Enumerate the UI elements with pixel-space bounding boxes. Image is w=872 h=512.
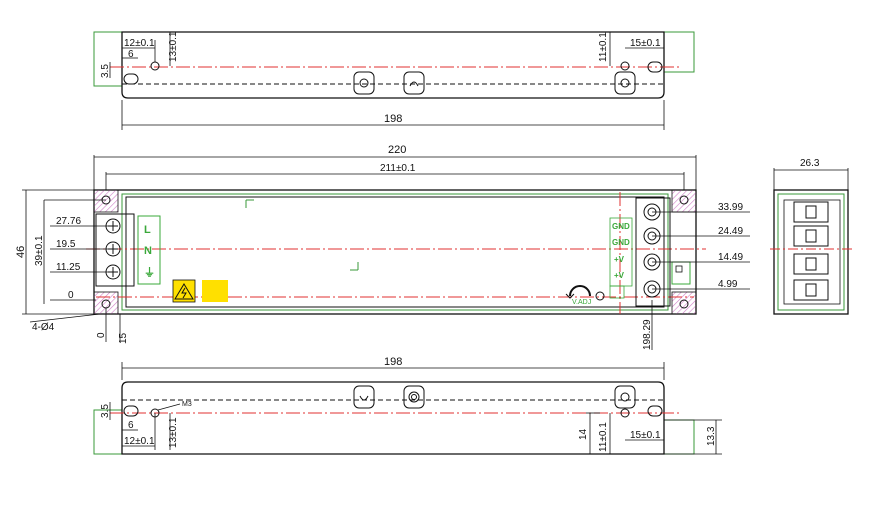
out-label-gnd-1: GND (612, 222, 630, 231)
front-housing (93, 189, 697, 315)
output-connector (671, 261, 691, 285)
front-dim-hole-spacing: 211±0.1 (380, 163, 416, 174)
front-dim-y-4-99: 4.99 (718, 279, 738, 290)
front-inner-green (121, 193, 669, 311)
bottom-dim-right-offset: 15±0.1 (630, 430, 661, 441)
bottom-dim-height-13-3: 13.3 (706, 426, 717, 446)
top-right-hole (620, 61, 630, 71)
out-label-v-2: +V (614, 271, 625, 280)
terminal-label-ground: ⏚ (144, 266, 155, 279)
front-dim-y-24-49: 24.49 (718, 226, 743, 237)
bottom-dim-screw: M3 (182, 401, 192, 408)
front-dim-x-15: 15 (118, 332, 129, 344)
bottom-dim-left-vertical: 13±0.1 (168, 417, 179, 448)
front-dim-hole-height: 39±0.1 (34, 235, 45, 266)
front-dim-holes: 4-Ø4 (32, 322, 55, 333)
top-dim-right-offset: 15±0.1 (630, 38, 661, 49)
mount-hole-br (679, 299, 689, 309)
input-terminal-block: L N ⏚ (95, 213, 161, 287)
side-view: 26.3 (770, 158, 852, 315)
warning-label (172, 279, 196, 303)
bottom-body-outline (121, 381, 665, 455)
front-dim-y-27-76: 27.76 (56, 216, 81, 227)
front-dim-y-11-25: 11.25 (56, 262, 81, 273)
mount-hole-tr (679, 195, 689, 205)
top-body-outline (121, 31, 665, 99)
front-dim-y-0: 0 (68, 290, 74, 301)
output-terminal-block (635, 197, 671, 307)
bottom-dim-left-inner: 6 (128, 420, 134, 431)
side-body (773, 189, 849, 315)
bottom-dim-left-offset: 12±0.1 (124, 436, 155, 447)
bottom-dim-length: 198 (384, 356, 402, 368)
out-label-gnd-2: GND (612, 238, 630, 247)
bottom-right-hole (620, 408, 630, 418)
front-dim-x-198-29: 198.29 (642, 319, 653, 350)
front-dim-y-19-5: 19.5 (56, 239, 76, 250)
front-dim-overall-length: 220 (388, 144, 406, 156)
side-dim-width: 26.3 (800, 158, 820, 169)
front-dim-height: 46 (15, 246, 27, 258)
front-dim-y-14-49: 14.49 (718, 252, 743, 263)
vadj-potentiometer (595, 291, 605, 301)
vadj-label: V.ADJ (572, 299, 591, 306)
bottom-dim-right-vertical: 11±0.1 (598, 422, 609, 452)
front-dim-x-0: 0 (96, 332, 107, 338)
top-dim-left-inner: 6 (128, 49, 134, 60)
terminal-label-l: L (144, 224, 151, 236)
top-dim-length: 198 (384, 113, 402, 125)
top-dim-left-height: 3.5 (100, 64, 111, 78)
bottom-dim-height-14: 14 (578, 428, 589, 440)
yellow-sticker (202, 280, 228, 302)
top-left-hole (150, 61, 160, 71)
top-dim-left-vertical: 13±0.1 (168, 31, 179, 62)
top-dim-left-offset: 12±0.1 (124, 38, 155, 49)
out-label-v-1: +V (614, 255, 625, 264)
vadj-arrow-icon (569, 285, 591, 297)
bottom-right-bracket (663, 419, 695, 455)
warning-icon (174, 283, 194, 300)
bottom-view: 198 3.5 6 M3 12±0.1 13±0.1 14 11±0 (93, 356, 722, 455)
top-view: 12±0.1 6 3.5 13±0.1 11±0.1 15±0.1 198 (93, 31, 695, 130)
front-view: 220 211±0.1 (15, 144, 750, 350)
terminal-label-n: N (144, 245, 152, 257)
top-right-bracket (663, 31, 695, 73)
front-dim-y-33-99: 33.99 (718, 202, 743, 213)
top-dim-right-vertical: 11±0.1 (598, 32, 609, 62)
bottom-dim-left-height: 3.5 (100, 404, 111, 418)
